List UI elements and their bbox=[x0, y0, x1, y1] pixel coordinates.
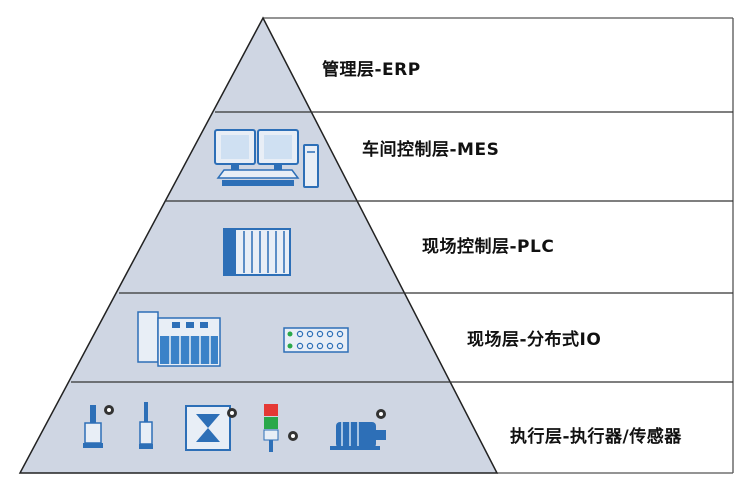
io-module-icon bbox=[283, 327, 349, 353]
layer-label-erp: 管理层-ERP bbox=[322, 60, 421, 80]
computer-workstation-icon bbox=[214, 129, 319, 188]
layer-label-mes: 车间控制层-MES bbox=[362, 140, 500, 160]
layer-table bbox=[263, 17, 734, 474]
rod-sensor-icon bbox=[139, 402, 153, 449]
motor-icon bbox=[330, 409, 386, 450]
layer-label-plc: 现场控制层-PLC bbox=[422, 237, 555, 257]
valve-actuator-icon bbox=[185, 405, 237, 451]
layer-separators bbox=[71, 111, 733, 383]
layer-label-distributed-io: 现场层-分布式IO bbox=[467, 330, 602, 350]
proximity-sensor-icon bbox=[83, 405, 114, 448]
distributed-io-station-icon bbox=[137, 311, 221, 367]
plc-rack-icon bbox=[223, 228, 291, 276]
layer-label-actuators-sensors: 执行层-执行器/传感器 bbox=[510, 427, 682, 447]
signal-tower-icon bbox=[263, 404, 298, 452]
